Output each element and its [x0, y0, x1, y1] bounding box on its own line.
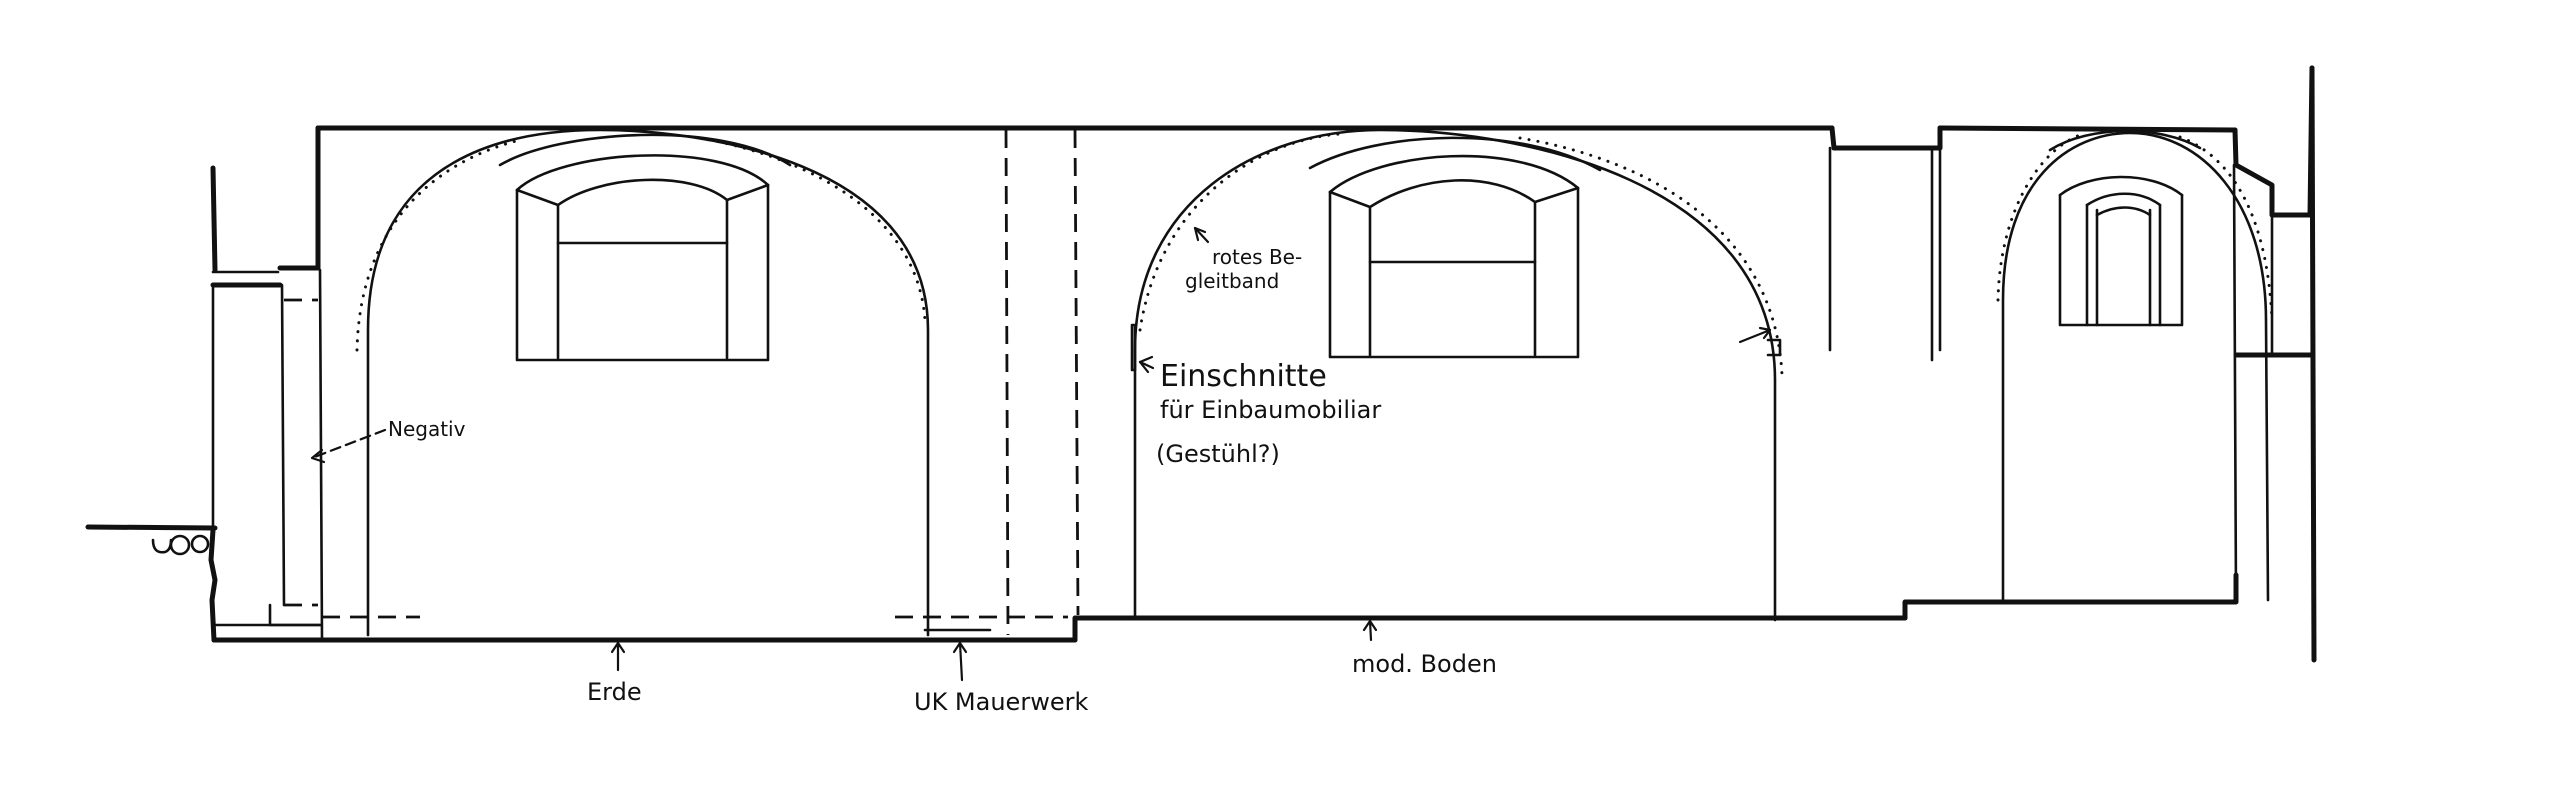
annotation-arrows [310, 226, 1772, 682]
label-negativ: Negativ [388, 417, 466, 441]
dashed-pilaster [1004, 129, 1080, 636]
middle-arch [1130, 128, 1784, 622]
label-erde: Erde [587, 678, 642, 706]
building-outline [211, 65, 2317, 663]
label-mod-boden: mod. Boden [1352, 650, 1497, 678]
left-arch [322, 128, 1068, 637]
right-arch [1996, 129, 2274, 602]
label-rotes-begleitband-1: rotes Be- [1212, 245, 1302, 269]
label-einschnitte-3: (Gestühl?) [1156, 440, 1280, 468]
label-einschnitte-1: Einschnitte [1160, 359, 1327, 394]
label-rotes-begleitband-2: gleitband [1185, 269, 1279, 293]
label-uk-mauerwerk: UK Mauerwerk [914, 688, 1088, 716]
left-wall-section [85, 147, 324, 643]
left-window [498, 133, 792, 362]
label-einschnitte-2: für Einbaumobiliar [1160, 396, 1381, 424]
middle-window [1308, 136, 1602, 359]
right-window [2058, 175, 2184, 327]
